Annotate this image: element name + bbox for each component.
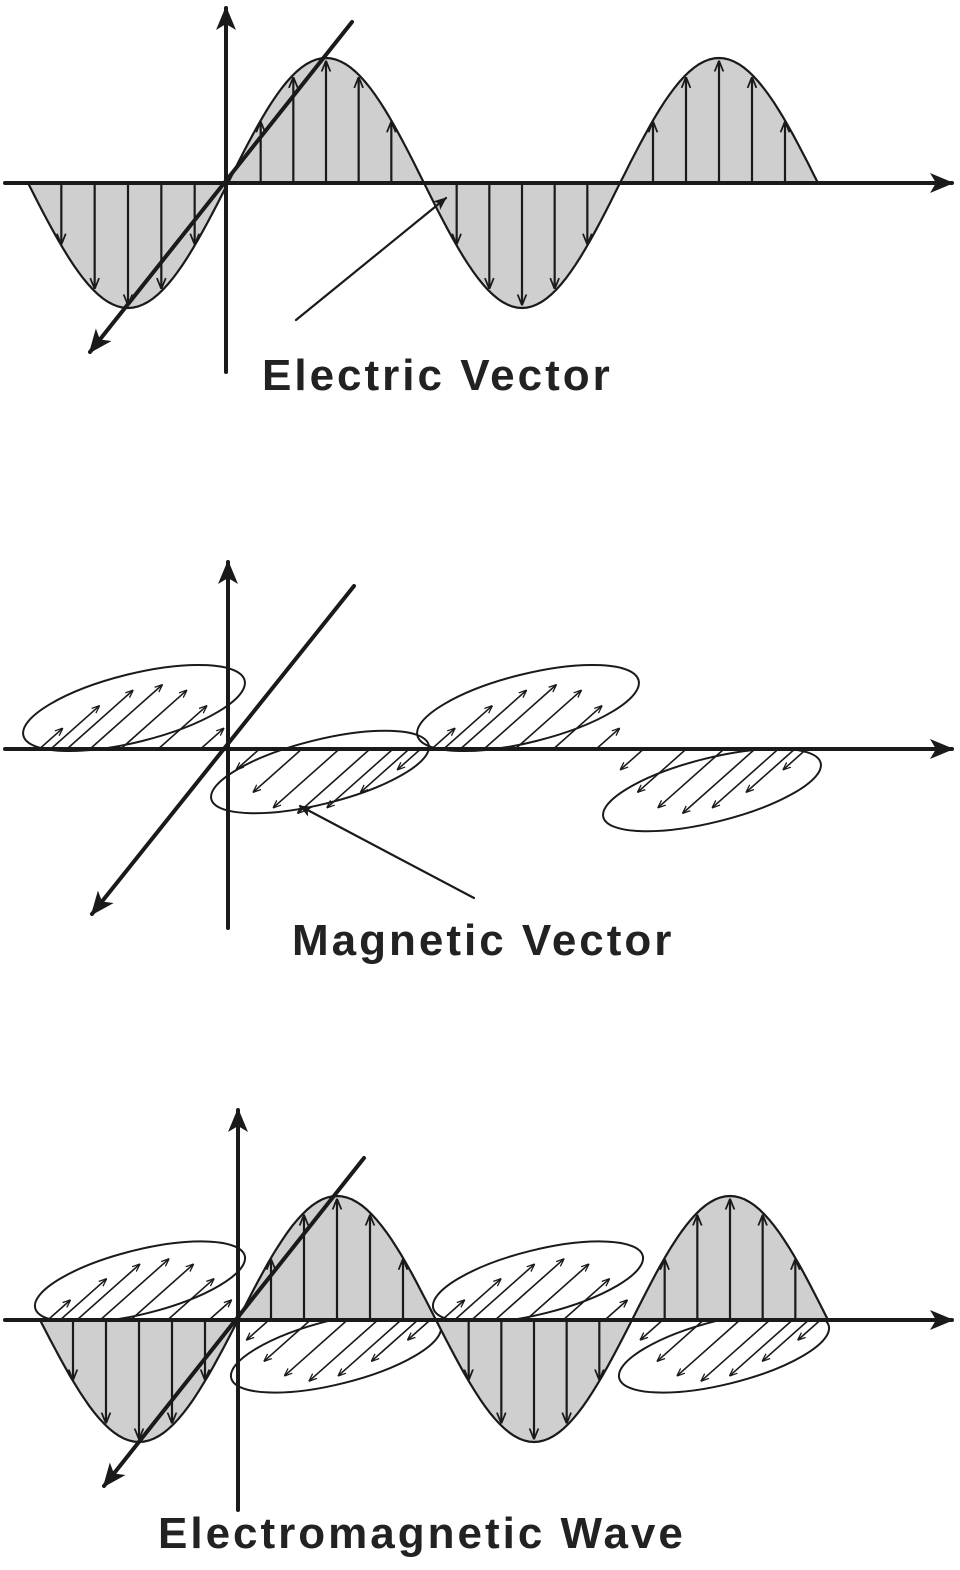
magnetic-field-arrow [701, 1319, 771, 1381]
magnetic-field-arrow [763, 1319, 810, 1361]
magnetic-field-arrow [309, 1319, 379, 1381]
magnetic-lobe [22, 664, 246, 752]
magnetic-field-arrow [38, 729, 62, 750]
magnetic-field-arrow [285, 1319, 349, 1376]
magnetic-field-arrow [677, 1319, 741, 1376]
magnetic-field-arrow [604, 1300, 627, 1321]
magnetic-lobe [33, 1240, 247, 1324]
magnetic-lobe [602, 747, 822, 833]
magnetic-field-arrow [430, 729, 455, 750]
magnetic-field-arrow [470, 1264, 535, 1321]
magnetic-field-arrow [713, 748, 780, 807]
magnetic-field-arrow [798, 1319, 822, 1340]
magnetic-field-arrow [199, 729, 224, 750]
magnetic-field-arrow [274, 748, 341, 807]
magnetic-lobe [431, 1240, 645, 1324]
magnetic-field-arrow [621, 748, 645, 769]
magnetic-field-arrow [47, 1300, 70, 1321]
electromagnetic-wave-panel [3, 1108, 954, 1512]
magnetic-vector-panel [3, 560, 954, 930]
magnetic-field-arrow [483, 685, 556, 750]
magnetic-field-arrow [638, 748, 688, 792]
magnetic-vector-pointer [298, 804, 476, 900]
magnetic-field-arrow [76, 1264, 140, 1321]
magnetic-field-arrow [408, 1319, 431, 1340]
magnetic-field-arrow [398, 748, 422, 769]
magnetic-field-arrow [641, 1319, 664, 1340]
magnetic-field-arrow [453, 1279, 501, 1321]
depth-axis [90, 584, 356, 916]
magnetic-field-arrow [552, 706, 601, 750]
magnetic-field-arrow [264, 1319, 312, 1361]
depth-axis [88, 20, 354, 354]
magnetic-field-arrow [59, 1279, 106, 1321]
magnetic-field-arrow [683, 748, 756, 813]
magnetic-field-arrow [327, 748, 394, 807]
magnetic-field-arrow [119, 691, 187, 750]
electric-vector-panel [3, 6, 954, 374]
magnetic-field-arrow [595, 729, 619, 750]
magnetic-field-arrow [525, 1264, 589, 1321]
magnetic-field-arrow [157, 706, 206, 750]
magnetic-field-arrow [66, 691, 133, 750]
magnetic-field-arrow [129, 1264, 194, 1321]
magnetic-field-arrow [514, 691, 581, 750]
depth-axis [102, 1156, 366, 1488]
magnetic-field-arrow [49, 706, 99, 750]
magnetic-field-arrow [89, 685, 162, 750]
electric-vector-pointer [294, 196, 448, 322]
magnetic-field-arrow [658, 1319, 705, 1361]
electromagnetic-wave-label: Electromagnetic Wave [158, 1509, 686, 1558]
magnetic-field-arrow [339, 1319, 402, 1376]
magnetic-field-arrow [298, 748, 371, 813]
magnetic-field-arrow [494, 1259, 563, 1321]
magnetic-field-arrow [783, 748, 808, 769]
magnetic-field-arrow [208, 1300, 231, 1321]
magnetic-field-arrow [361, 748, 411, 792]
magnetic-field-arrow [441, 1300, 464, 1321]
magnetic-field-arrow [166, 1279, 214, 1321]
magnetic-field-arrow [747, 748, 796, 792]
magnetic-vector-label: Magnetic Vector [292, 916, 674, 965]
magnetic-field-arrow [658, 748, 725, 807]
magnetic-field-arrow [730, 1319, 794, 1376]
magnetic-field-arrow [236, 748, 261, 769]
magnetic-field-arrow [459, 691, 526, 750]
magnetic-field-arrow [99, 1259, 168, 1321]
magnetic-field-arrow [247, 1319, 270, 1340]
magnetic-field-arrow [372, 1319, 419, 1361]
magnetic-field-arrow [562, 1279, 609, 1321]
magnetic-field-arrow [442, 706, 492, 750]
magnetic-lobe [416, 664, 640, 752]
magnetic-field-arrow [254, 748, 303, 792]
electric-vector-label: Electric Vector [262, 351, 613, 400]
